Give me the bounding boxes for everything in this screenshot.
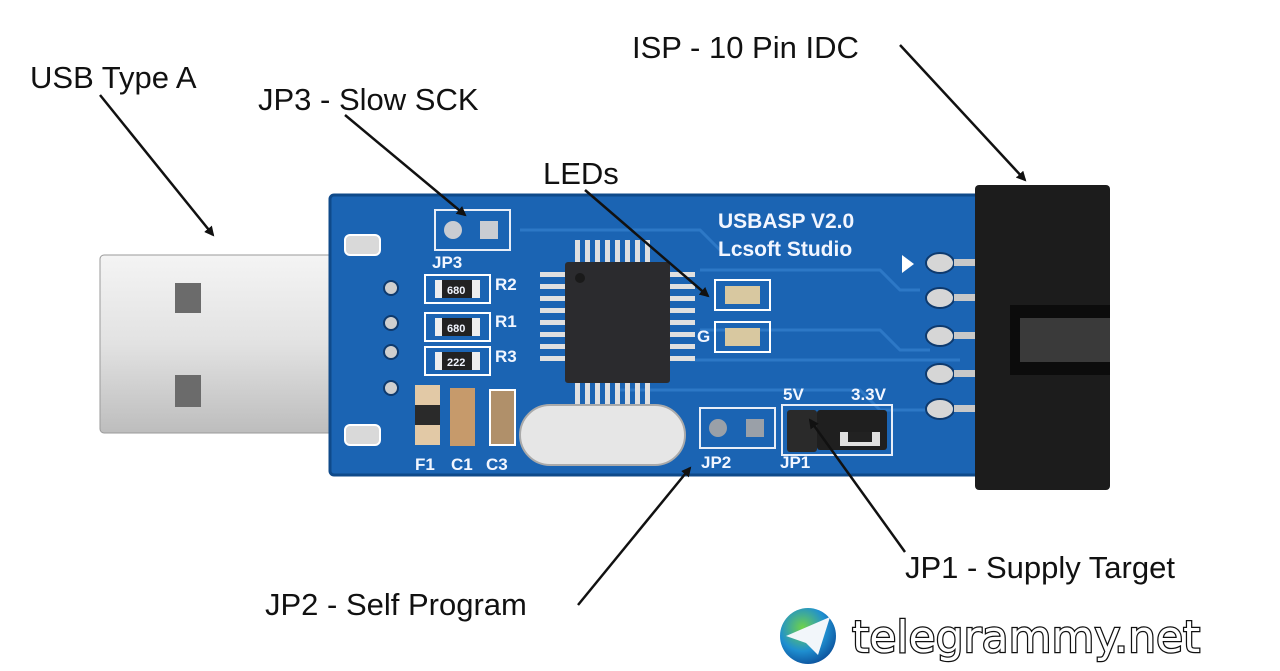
silk-jp3: JP3 bbox=[432, 253, 462, 272]
silk-title: USBASP V2.0 bbox=[718, 210, 854, 233]
resistors: 680 680 222 bbox=[424, 274, 491, 376]
arrow-jp3 bbox=[344, 114, 467, 217]
callout-arrows bbox=[99, 44, 1027, 606]
crystal bbox=[519, 404, 686, 466]
watermark-text: telegrammy.net bbox=[852, 612, 1200, 663]
paper-plane-icon bbox=[786, 617, 830, 655]
silk-maker: Lcsoft Studio bbox=[718, 238, 852, 261]
r1-value: 680 bbox=[447, 323, 465, 335]
jp1-jumper bbox=[781, 404, 893, 456]
silk-f1: F1 bbox=[415, 455, 435, 474]
arrow-usb bbox=[99, 94, 215, 237]
capacitor-c3 bbox=[489, 389, 516, 446]
label-jp3: JP3 - Slow SCK bbox=[258, 82, 479, 117]
label-isp: ISP - 10 Pin IDC bbox=[632, 30, 859, 65]
silk-c3: C3 bbox=[486, 455, 508, 474]
r2-value: 680 bbox=[447, 285, 465, 297]
silk-r2: R2 bbox=[495, 275, 517, 294]
isp-pins bbox=[925, 252, 955, 420]
r3-value: 222 bbox=[447, 357, 465, 369]
arrow-jp2 bbox=[577, 466, 692, 606]
label-leds: LEDs bbox=[543, 156, 619, 191]
silk-3v3: 3.3V bbox=[851, 385, 887, 404]
arrow-jp1 bbox=[808, 418, 907, 553]
silk-jp2: JP2 bbox=[701, 453, 731, 472]
watermark: telegrammy.net bbox=[780, 608, 1202, 664]
label-usb-type-a: USB Type A bbox=[30, 60, 197, 95]
jp3-outline bbox=[434, 209, 511, 251]
leds: G bbox=[697, 279, 771, 353]
pin1-triangle-icon bbox=[902, 255, 914, 273]
arrow-isp bbox=[899, 44, 1027, 182]
silk-c1: C1 bbox=[451, 455, 473, 474]
label-jp2: JP2 - Self Program bbox=[265, 587, 527, 622]
silk-5v: 5V bbox=[783, 385, 804, 404]
idc-connector bbox=[975, 185, 1110, 490]
jp2-outline bbox=[699, 407, 776, 449]
silk-jp1: JP1 bbox=[780, 453, 810, 472]
silk-led-g: G bbox=[697, 327, 710, 346]
silk-r1: R1 bbox=[495, 312, 517, 331]
pcb-board: JP3 680 680 222 R2 R1 R3 F1 C1 C3 bbox=[328, 193, 982, 477]
silk-r3: R3 bbox=[495, 347, 517, 366]
label-jp1: JP1 - Supply Target bbox=[905, 550, 1175, 585]
capacitor-c1 bbox=[450, 388, 475, 446]
arrow-leds bbox=[584, 189, 710, 298]
atmega-chip bbox=[540, 240, 695, 405]
